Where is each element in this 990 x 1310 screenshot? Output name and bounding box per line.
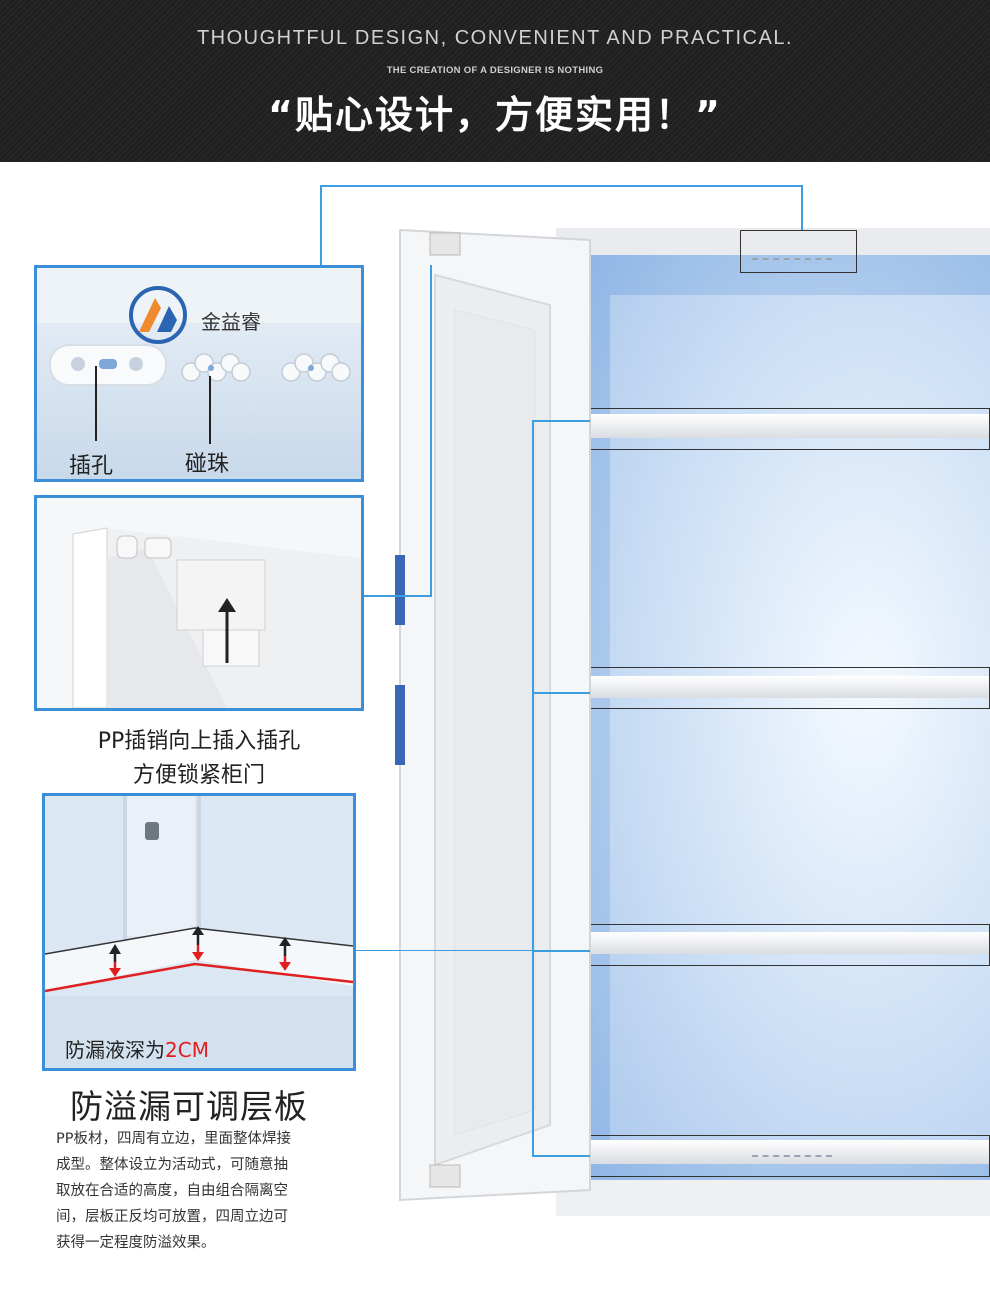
header-tagline: THE CREATION OF A DESIGNER IS NOTHING [386, 65, 604, 76]
feature-desc-line: 取放在合适的高度，自由组合隔离空 [56, 1183, 288, 1199]
connector-line-top-right-v [801, 185, 803, 230]
shelf-4 [590, 1140, 990, 1164]
connector-line-shelf-1 [532, 420, 590, 422]
connector-line-shelf-2 [532, 692, 590, 694]
header-title: “贴心设计，方便实用！” [268, 93, 722, 137]
connector-line-shelf-4 [532, 1155, 590, 1157]
pointer-line-bead [209, 376, 211, 444]
header-banner: THOUGHTFUL DESIGN, CONVENIENT AND PRACTI… [0, 0, 990, 162]
connector-line-shelf-callout [356, 950, 534, 951]
connector-line-mid-v [430, 265, 432, 597]
pp-pin-illustration [72, 527, 361, 708]
cabinet-back-panel [610, 295, 990, 1155]
pp-pin-caption-line1: PP插销向上插入插孔 [97, 729, 301, 754]
connector-line-shelf-bracket-v [532, 420, 534, 1155]
spill-depth-value: 2CM [165, 1038, 209, 1062]
shelf-3 [590, 932, 990, 954]
cabinet-door [395, 228, 591, 1202]
hole-part [49, 344, 167, 386]
feature-title: 防溢漏可调层板 [70, 1087, 308, 1126]
latch-top [752, 258, 832, 268]
shelf-1 [590, 414, 990, 438]
catch-bead-part [181, 353, 351, 382]
feature-desc-line: 成型。整体设立为活动式，可随意抽 [56, 1157, 288, 1173]
spill-shelf-illustration [45, 796, 353, 1068]
callout-spill-depth: 防漏液深为2CM [42, 793, 356, 1071]
highlight-box-shelf-3 [588, 924, 990, 966]
highlight-box-top [740, 230, 857, 273]
connector-line-top-h [320, 185, 802, 187]
spill-depth-prefix: 防漏液深为 [65, 1038, 165, 1062]
cabinet-bottom [556, 1180, 990, 1216]
spill-depth-label: 防漏液深为2CM [65, 1034, 209, 1063]
header-subtitle: THOUGHTFUL DESIGN, CONVENIENT AND PRACTI… [196, 27, 794, 49]
label-hole: 插孔 [69, 454, 114, 479]
shelf-2 [590, 676, 990, 698]
brand-name: 金益睿 [201, 310, 261, 334]
feature-desc-line: 间，层板正反均可放置，四周立边可 [56, 1209, 288, 1225]
pp-pin-caption-line2: 方便锁紧柜门 [132, 763, 265, 788]
callout-latch-parts: 金益睿 插孔 碰珠 [34, 265, 364, 482]
latch-bottom [752, 1155, 832, 1165]
highlight-box-shelf-2 [588, 667, 990, 709]
feature-description: PP板材，四周有立边，里面整体焊接 成型。整体设立为活动式，可随意抽 取放在合适… [56, 1126, 356, 1256]
connector-line-shelf-3 [532, 950, 590, 952]
highlight-box-shelf-1 [588, 408, 990, 450]
connector-line-top-left-v [320, 185, 322, 267]
feature-desc-line: 获得一定程度防溢效果。 [56, 1235, 216, 1251]
label-bead: 碰珠 [185, 452, 230, 477]
brand-logo-icon [129, 286, 187, 344]
callout-pp-pin [34, 495, 364, 711]
feature-desc-line: PP板材，四周有立边，里面整体焊接 [56, 1131, 291, 1147]
connector-line-mid-h [362, 595, 432, 597]
pointer-line-hole [95, 366, 97, 441]
